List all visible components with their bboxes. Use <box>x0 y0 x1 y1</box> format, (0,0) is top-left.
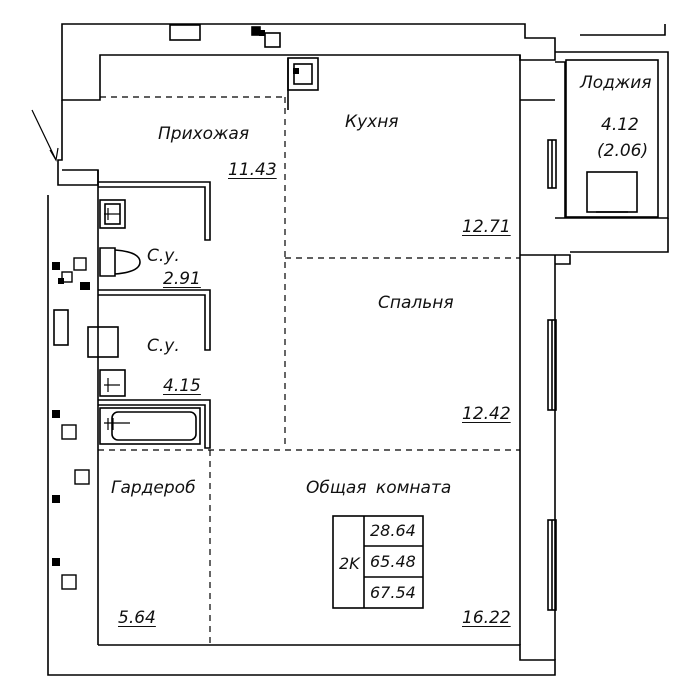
vent-box-1 <box>169 24 201 41</box>
apartment-type: 2K <box>339 554 360 573</box>
kitchen-label: Кухня <box>345 112 399 132</box>
entrance-arrow <box>31 109 57 161</box>
exterior-wall-top <box>61 23 556 101</box>
wardrobe-label: Гардероб <box>111 478 196 498</box>
bathroom2-sink <box>99 369 126 397</box>
bathroom2-bottom-wall <box>98 399 211 449</box>
living-area-total: 28.64 <box>370 521 416 540</box>
toilet-1 <box>99 247 141 277</box>
loggia-area: 4.12 <box>601 115 639 135</box>
loggia-divider-bottom <box>520 254 571 265</box>
living-area: 16.22 <box>462 608 511 628</box>
loggia-outer-frame <box>555 24 666 218</box>
kitchen-area: 12.71 <box>462 217 511 237</box>
total-area: 65.48 <box>370 552 416 571</box>
living-label: Общая комната <box>306 478 452 498</box>
wall-stub-1 <box>53 309 69 346</box>
wardrobe-area: 5.64 <box>118 608 156 628</box>
hallway-label: Прихожая <box>158 124 250 144</box>
vent-box-2 <box>264 32 281 48</box>
bedroom-area: 12.42 <box>462 404 511 424</box>
bathroom1-area: 2.91 <box>163 269 201 289</box>
bathroom1-label: С.у. <box>147 246 180 266</box>
hallway-area: 11.43 <box>228 160 277 180</box>
bathtub <box>99 407 201 445</box>
total-area-with-loggia: 67.54 <box>370 583 416 602</box>
bedroom-label: Спальня <box>378 293 454 313</box>
bathroom2-label: С.у. <box>147 336 180 356</box>
summary-table <box>332 515 424 609</box>
bathroom2-box <box>87 326 119 358</box>
loggia-right-edge <box>570 218 669 253</box>
bathroom2-area: 4.15 <box>163 376 201 396</box>
exterior-wall-left-top <box>57 100 99 186</box>
kitchen-sink <box>287 57 319 91</box>
loggia-label: Лоджия <box>580 73 652 93</box>
bathroom1-sink <box>99 199 126 229</box>
loggia-outline <box>555 51 669 219</box>
loggia-appliance <box>586 171 638 213</box>
vent-box-3 <box>251 26 261 36</box>
bathroom1-bottom-wall <box>98 289 211 351</box>
bathroom1-walls <box>98 181 211 241</box>
loggia-box <box>565 59 659 218</box>
loggia-area-reduced: (2.06) <box>597 141 649 161</box>
